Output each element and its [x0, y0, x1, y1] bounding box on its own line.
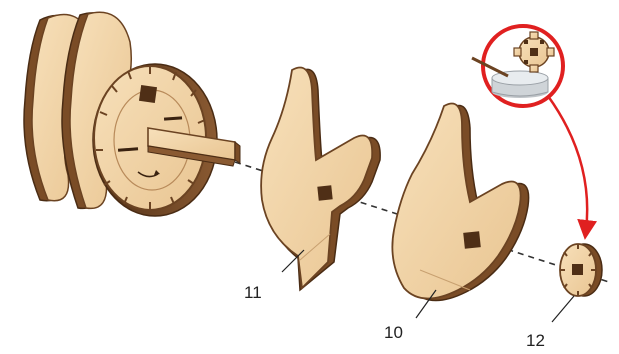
part-10-label: 10: [384, 323, 403, 342]
part-12-label: 12: [526, 331, 545, 350]
part-10: [392, 104, 528, 301]
callout-arrow: [548, 96, 587, 230]
glue-pot-with-gear-icon: [472, 26, 563, 106]
part-12-leader-line: [552, 296, 574, 322]
part-12: [560, 244, 602, 296]
part-11-label: 11: [244, 283, 262, 302]
part-11: [261, 68, 380, 291]
drum-assembly: [24, 12, 240, 216]
